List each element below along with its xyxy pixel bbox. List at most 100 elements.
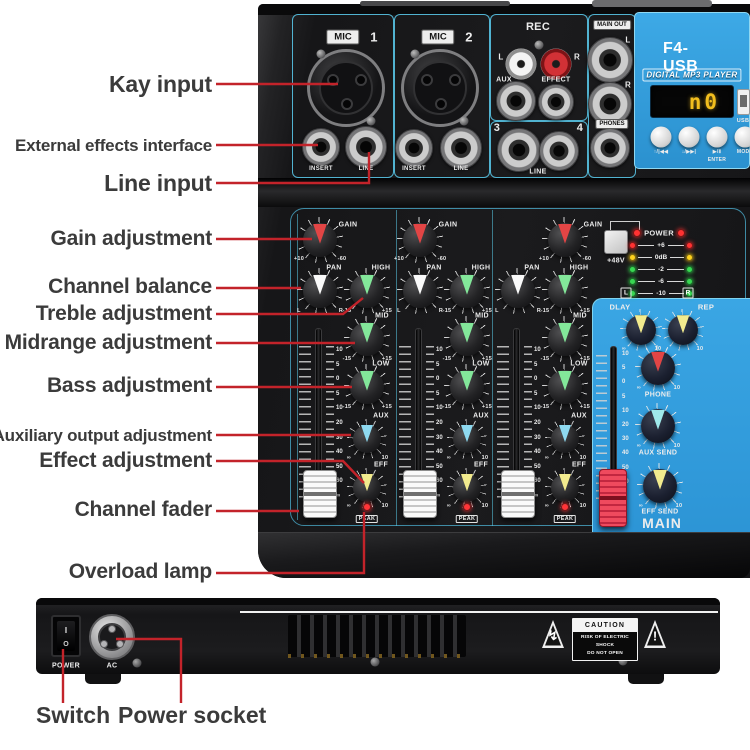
next-button[interactable] [678,126,700,148]
fader-scale-value: 20 [436,420,443,426]
aux-knob[interactable] [447,419,487,459]
mp3-subtitle: DIGITAL MP3 PLAYER [642,68,742,82]
insert1-label: INSERT [309,166,333,172]
channel-fader-handle[interactable] [403,470,437,518]
line4-jack [539,131,579,171]
phone-knob[interactable] [635,345,681,391]
eff-knob[interactable] [447,468,487,508]
aux-jack [496,81,536,121]
phone-max-label: 10 [673,385,681,391]
meter-row-label: -10 [656,290,666,297]
high-max-label: +15 [481,308,493,314]
pan-label: PAN [524,264,540,272]
mixer-rear-edge [258,4,750,15]
meter-dash [666,268,684,271]
low-max-label: +15 [381,404,393,410]
meter-dash [638,280,656,283]
prev-button[interactable] [650,126,672,148]
fader-scale-value: 50 [436,463,443,470]
back-panel: I O POWER AC ↯ CAUTION RISK OF ELECTRIC … [36,598,720,674]
effect-jack-label: EFFECT [541,76,571,84]
meter-dash [638,292,654,295]
channel-fader-handle[interactable] [303,470,337,518]
rec-label: REC [525,21,551,33]
play-button-label: ▶/Ⅱ [712,149,722,155]
peak-led [463,503,471,511]
power-led-r [677,229,685,237]
rec-l-rca-jack [505,48,537,80]
fader-scale-value: 20 [336,420,343,426]
usb-label: USB [736,118,750,124]
fader-scale-value: 5 [336,361,340,368]
main-fader-handle[interactable] [599,469,627,527]
aux-knob[interactable] [545,419,585,459]
high-max-label: +15 [381,308,393,314]
mic2-xlr-jack [401,49,479,127]
fader-scale-value: 10 [534,347,541,353]
power-switch[interactable]: I O [51,615,81,657]
low-knob[interactable] [542,364,588,410]
fader-scale-value: 5 [436,390,440,397]
pan-knob[interactable] [297,268,343,314]
fader-scale-value: 50 [336,463,343,470]
phantom-power-button[interactable] [604,230,628,254]
mid-knob[interactable] [344,316,390,362]
main-out-r-label: R [624,80,632,90]
fader-scale-value: 30 [622,436,629,443]
rep-max-label: 10 [696,346,704,352]
annotation-treble: Treble adjustment [35,302,213,325]
low-min-label: -15 [540,404,550,410]
mic2-number: 2 [465,29,473,45]
dlay-knob[interactable] [620,309,662,351]
aux-send-knob[interactable] [635,403,681,449]
gain-knob[interactable] [542,217,588,263]
pan-knob[interactable] [495,268,541,314]
pan-label: PAN [426,264,442,272]
mid-knob[interactable] [444,316,490,362]
eff-send-knob[interactable] [637,463,683,509]
line1-label: LINE [358,166,374,172]
channel-fader-handle[interactable] [501,470,535,518]
rep-knob[interactable] [662,309,704,351]
fader-scale-value: 60 [436,478,443,485]
aux-label: AUX [373,412,389,420]
gain-min-label: +10 [293,256,305,262]
aux-send-min-label: ∞ [636,443,642,449]
meter-dash [638,268,656,271]
power-rocker[interactable]: I O [57,621,75,651]
power-label: POWER [644,228,674,238]
aux-label: AUX [473,412,489,420]
lightning-warning-icon: ↯ [542,620,564,648]
meter-l-label: L [620,287,632,299]
high-knob[interactable] [444,268,490,314]
back-power-label: POWER [52,662,80,670]
mode-button[interactable] [734,126,750,148]
high-knob[interactable] [542,268,588,314]
fader-scale-value: 0 [436,376,440,383]
meter-row-label: +6 [657,242,665,249]
eff-knob[interactable] [545,468,585,508]
fader-scale-value: 5 [622,365,626,372]
screw [370,657,380,667]
low-max-label: +15 [579,404,591,410]
fader-scale-value: 0 [622,379,626,386]
fader-scale-value: 0 [534,376,538,383]
gain-label: GAIN [338,221,358,229]
divider [297,214,298,520]
phantom-wire [610,221,640,231]
rep-label: REP [697,302,715,312]
peak-label: PEAK [455,515,479,523]
mid-knob[interactable] [542,316,588,362]
fader-scale-value: 10 [436,405,443,412]
pan-knob[interactable] [397,268,443,314]
meter-led [629,254,636,261]
eff-max-label: 10 [579,503,587,509]
gain-knob[interactable] [397,217,443,263]
mic1-number: 1 [370,29,378,45]
low-knob[interactable] [444,364,490,410]
mid-label: MID [375,312,389,320]
fader-scale-value: 50 [534,463,541,470]
aux-knob[interactable] [347,419,387,459]
play-pause-button[interactable] [706,126,728,148]
